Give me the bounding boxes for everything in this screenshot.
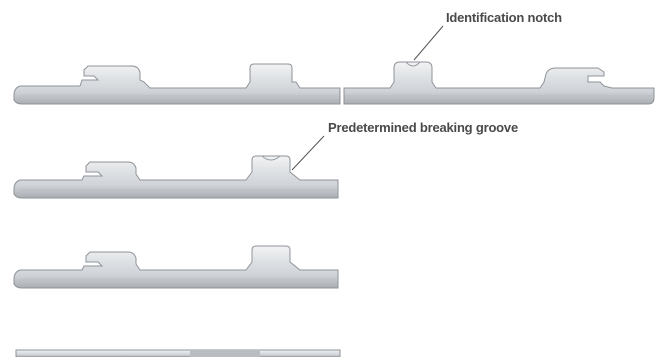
- strip-1-left-body: [13, 63, 341, 105]
- breaking-groove-leader: [291, 135, 325, 171]
- strip-3-body: [13, 245, 339, 289]
- strip-4-shadow: [190, 350, 260, 357]
- strip-2-body: [13, 155, 339, 199]
- identification-notch-leader: [413, 25, 444, 61]
- double-length-strip: [13, 61, 655, 105]
- strip-with-breaking-groove: [13, 155, 339, 199]
- callout-breaking-groove: Predetermined breaking groove: [291, 120, 518, 171]
- strip-4-body: [15, 349, 341, 357]
- partial-strip: [15, 349, 341, 357]
- identification-notch-label: Identification notch: [446, 10, 562, 25]
- strip-1-right-body: [343, 61, 655, 105]
- identification-notch-mark: [405, 61, 421, 67]
- callout-identification-notch: Identification notch: [413, 10, 562, 61]
- plain-strip: [13, 245, 339, 289]
- breaking-groove-label: Predetermined breaking groove: [328, 120, 518, 135]
- breaking-groove-mark: [261, 155, 281, 161]
